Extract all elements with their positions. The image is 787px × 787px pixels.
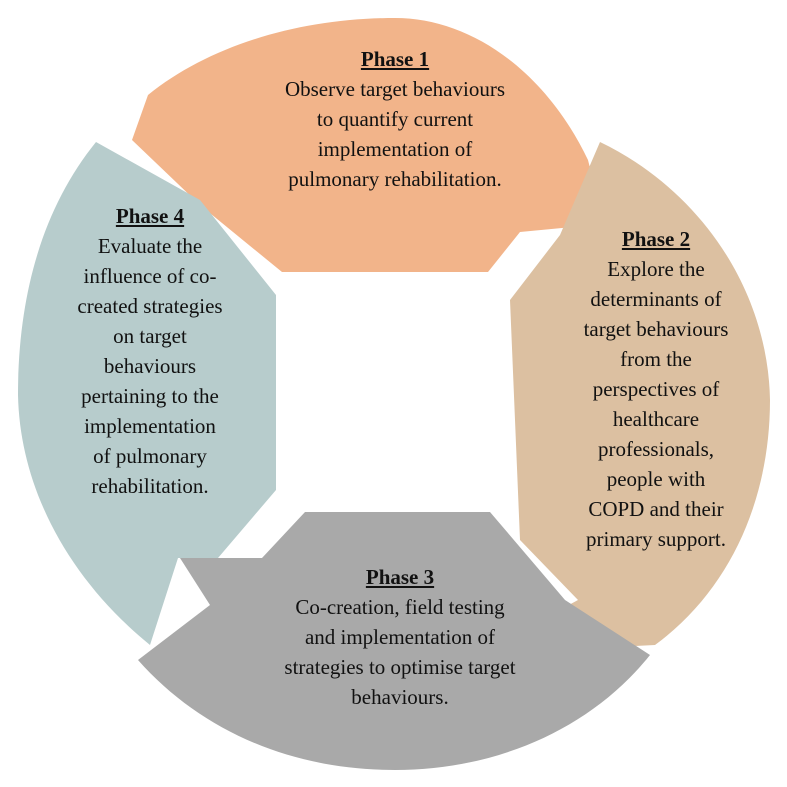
phase-1-title: Phase 1	[360, 47, 430, 71]
phase-3-description: Co-creation, field testing and implement…	[284, 595, 516, 709]
phase-3-text: Phase 3 Co-creation, field testing and i…	[240, 562, 560, 712]
phase-1-shape	[132, 18, 604, 272]
phase-2-title: Phase 2	[621, 227, 691, 251]
phase-4-shape	[18, 142, 276, 645]
phase-2-description: Explore the determinants of target behav…	[583, 257, 729, 551]
phase-1-text: Phase 1 Observe target behaviours to qua…	[220, 44, 570, 194]
phase-3-title: Phase 3	[365, 565, 435, 589]
phase-2-shape	[510, 142, 770, 648]
phase-2-text: Phase 2 Explore the determinants of targ…	[556, 224, 756, 554]
phase-4-text: Phase 4 Evaluate the influence of co- cr…	[40, 201, 260, 501]
phase-4-description: Evaluate the influence of co- created st…	[77, 234, 223, 498]
phase-1-description: Observe target behaviours to quantify cu…	[284, 77, 506, 191]
phase-4-title: Phase 4	[115, 204, 185, 228]
phase-3-shape	[138, 512, 650, 770]
